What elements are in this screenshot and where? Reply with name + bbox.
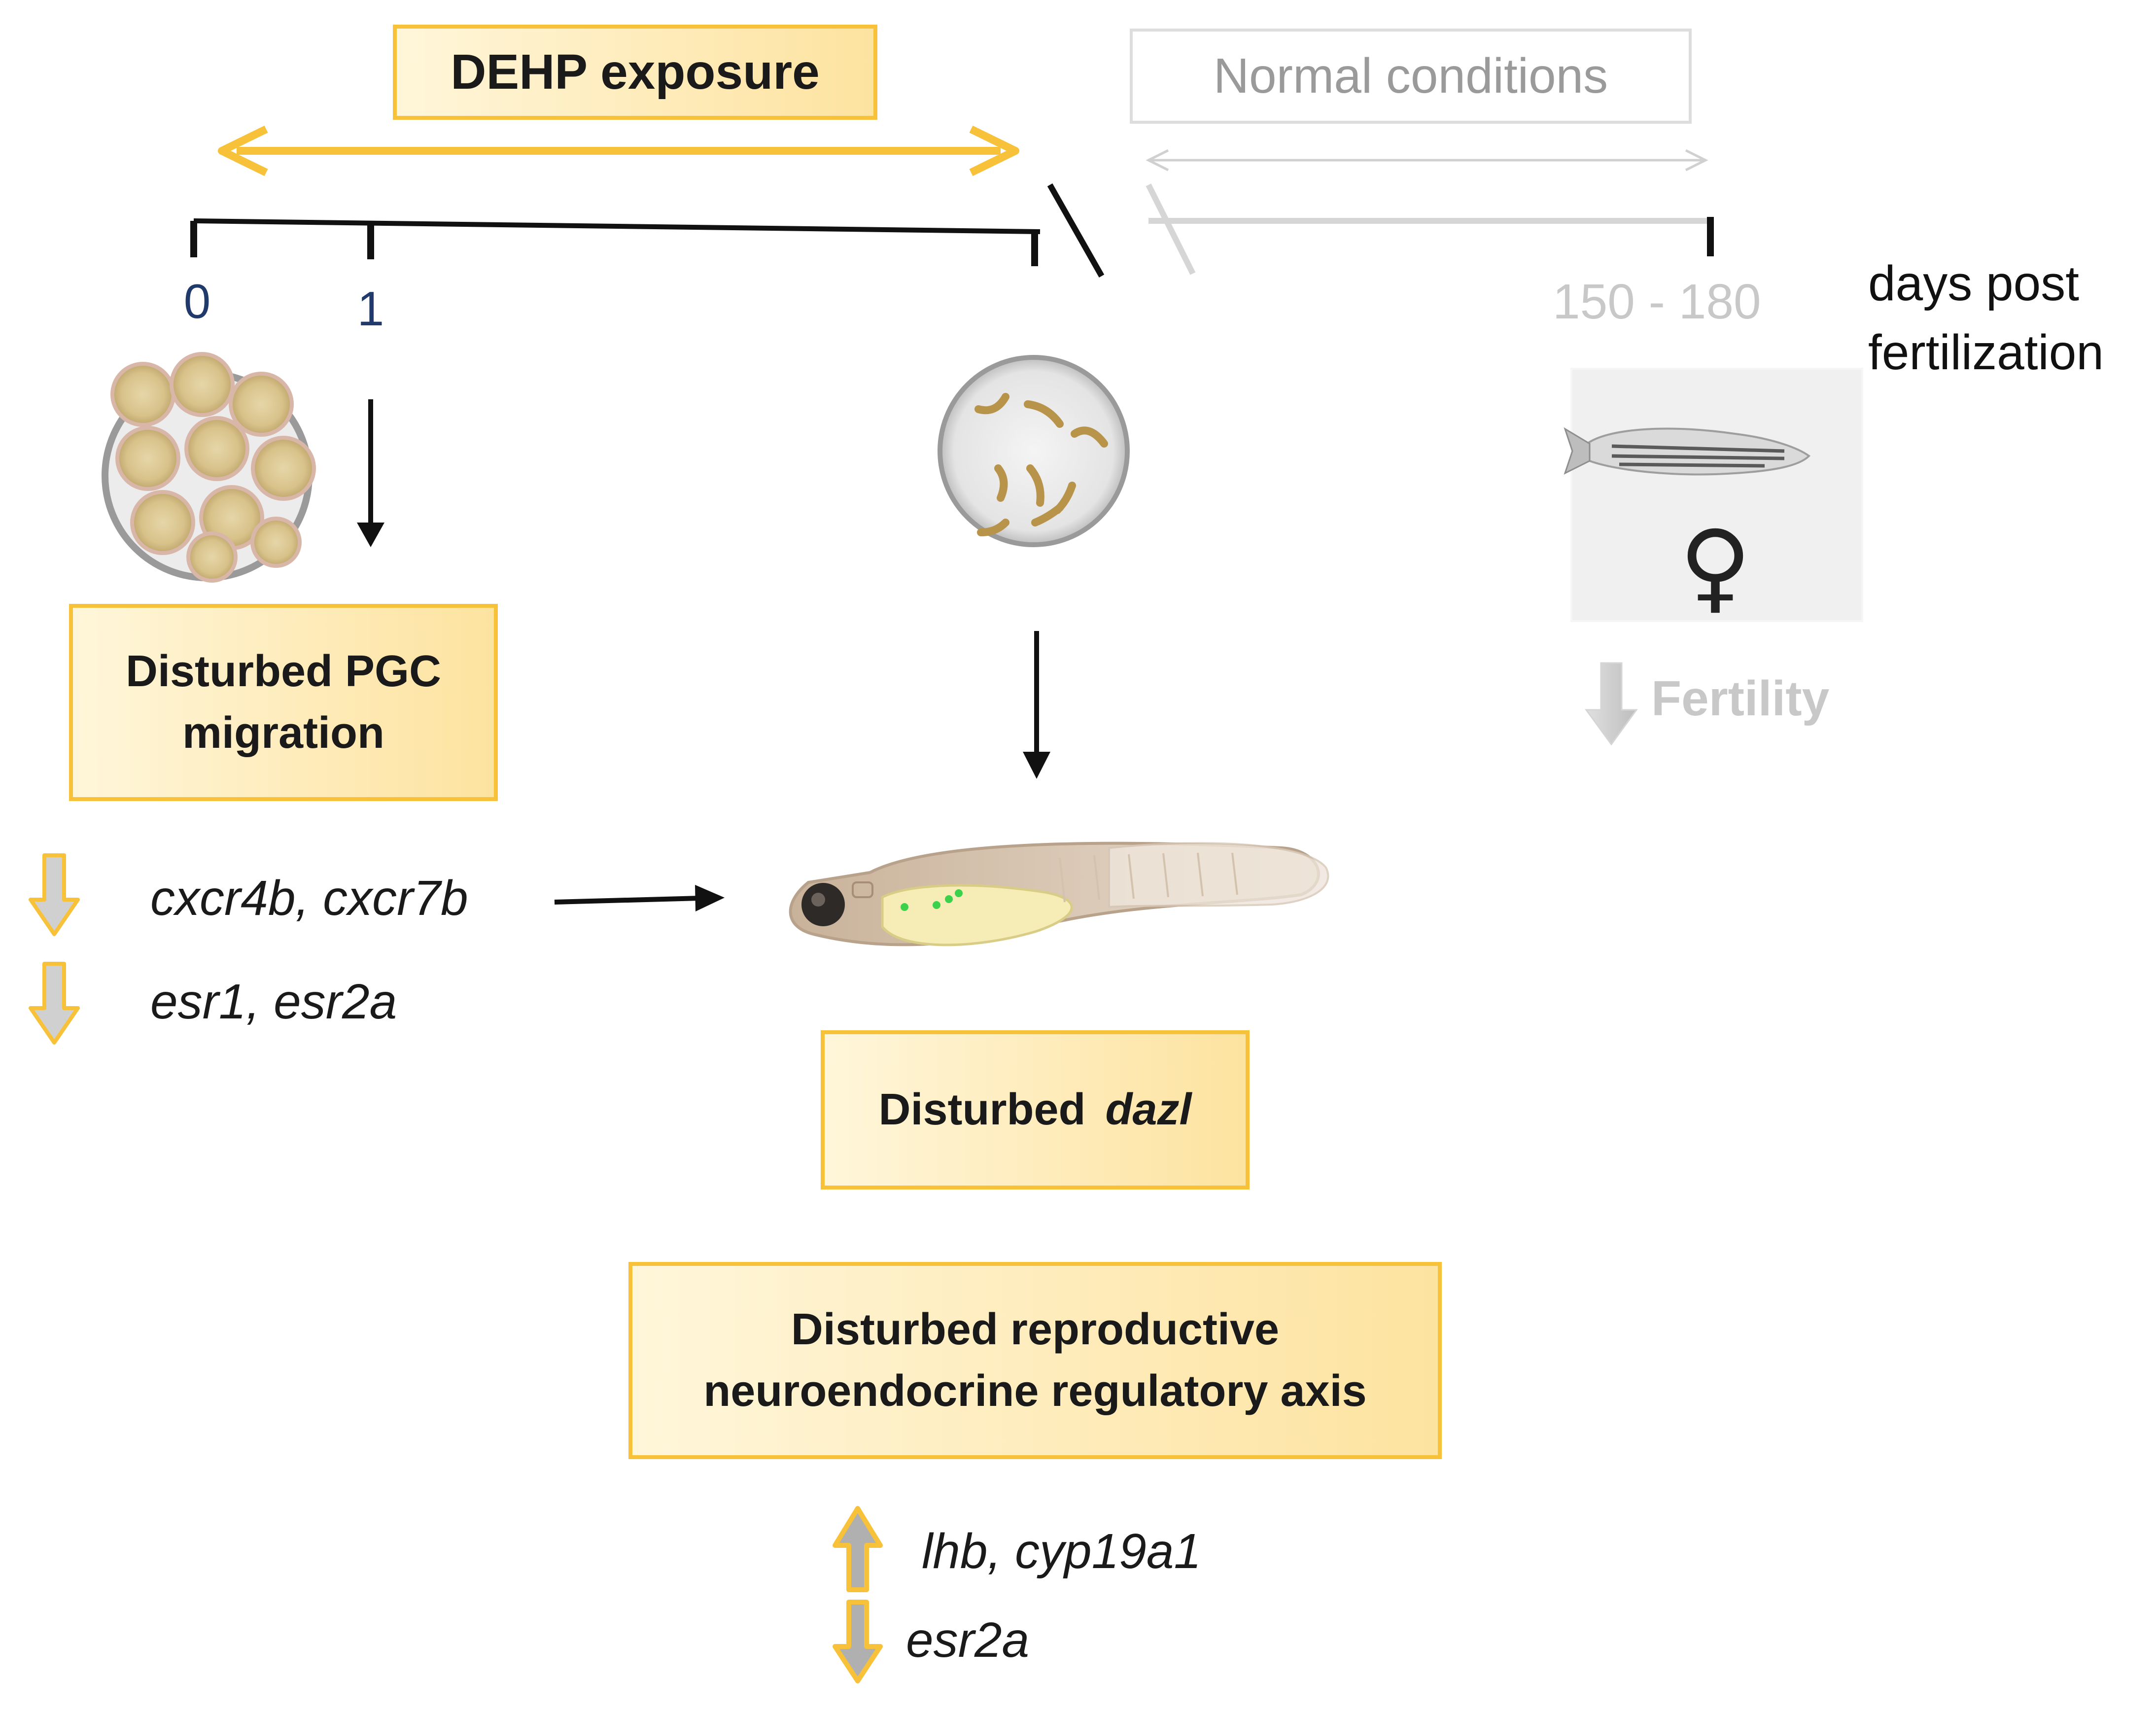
pgc-dot (945, 895, 953, 903)
down-arrow-esr (29, 962, 80, 1045)
female-symbol: ♀ (1679, 509, 1752, 624)
tick-label-0: 0 (183, 274, 211, 328)
pgc-dot (955, 889, 963, 897)
timeline-axis (190, 183, 1105, 278)
axis-unit-label: days post fertilization (1868, 249, 2104, 387)
zebrafish-larva-illustration (789, 841, 1329, 946)
normal-conditions-text: Normal conditions (1213, 48, 1608, 104)
axis-unit-line-1: days post (1868, 256, 2080, 311)
dazl-gene: dazl (1105, 1085, 1192, 1134)
arrow-genes-to-larva (554, 885, 725, 911)
normal-conditions-label: Normal conditions (1130, 29, 1692, 124)
gene-cxcr: cxcr4b, cxcr7b (150, 871, 468, 926)
down-arrow-esr2a (833, 1600, 883, 1683)
tick-label-1: 1 (357, 281, 384, 336)
axis-break-mark-grey (1146, 183, 1196, 275)
fertility-text: Fertility (1651, 671, 1830, 726)
pgc-box-line-1: Disturbed PGC (125, 647, 442, 696)
arrow-day5-down (1023, 631, 1050, 779)
timeline-axis-late (1146, 183, 1714, 275)
gene-esr: esr1, esr2a (150, 974, 397, 1029)
reproductive-axis-box: Disturbed reproductive neuroendocrine re… (628, 1262, 1442, 1459)
pgc-box-line-2: migration (182, 708, 384, 758)
adult-zebrafish-card (1564, 368, 1863, 622)
axis-box-line-1: Disturbed reproductive (791, 1305, 1280, 1354)
axis-break-mark (1047, 183, 1105, 278)
dazl-prefix: Disturbed (878, 1085, 1086, 1134)
axis-box-line-2: neuroendocrine regulatory axis (703, 1366, 1367, 1416)
normal-double-arrow (1146, 149, 1708, 172)
pgc-dot (901, 903, 908, 911)
gene-esr2a-axis: esr2a (906, 1612, 1030, 1668)
fertilized-eggs-image (102, 352, 316, 583)
pgc-migration-box: Disturbed PGC migration (69, 604, 498, 801)
exposure-double-arrow (218, 125, 1019, 176)
arrow-day1-down (357, 399, 384, 547)
axis-unit-line-2: fertilization (1868, 325, 2104, 380)
dehp-exposure-text: DEHP exposure (451, 44, 820, 100)
down-arrow-cxcr (29, 853, 80, 936)
tick-label-150-180: 150 - 180 (1553, 274, 1761, 329)
fertility-down-arrow (1585, 662, 1638, 746)
gene-lhb-cyp19a1: lhb, cyp19a1 (922, 1524, 1202, 1579)
dazl-box: Disturbed dazl (821, 1030, 1250, 1189)
pgc-dot (933, 901, 940, 909)
up-arrow-lhb (833, 1506, 883, 1592)
larvae-dish-image (938, 355, 1130, 547)
dehp-exposure-label: DEHP exposure (393, 25, 877, 120)
